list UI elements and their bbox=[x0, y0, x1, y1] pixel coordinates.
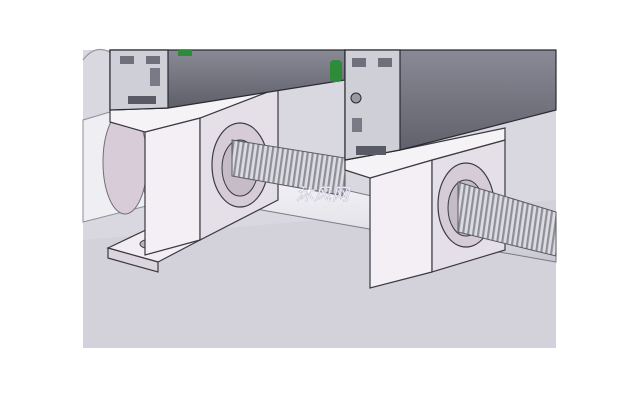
threaded-screw-left bbox=[231, 139, 346, 197]
watermark: 沐风网 www.mfcad.com bbox=[296, 185, 360, 211]
threaded-screw-right bbox=[457, 181, 557, 257]
green-bracket-right bbox=[330, 60, 342, 82]
background-shaft-left bbox=[82, 48, 151, 223]
watermark-url: www.mfcad.com bbox=[304, 204, 360, 211]
watermark-text: 沐风网 bbox=[296, 185, 351, 205]
aluminum-profile-right bbox=[330, 49, 557, 161]
green-bracket-left bbox=[178, 50, 192, 56]
aluminum-profile-left bbox=[109, 49, 346, 111]
